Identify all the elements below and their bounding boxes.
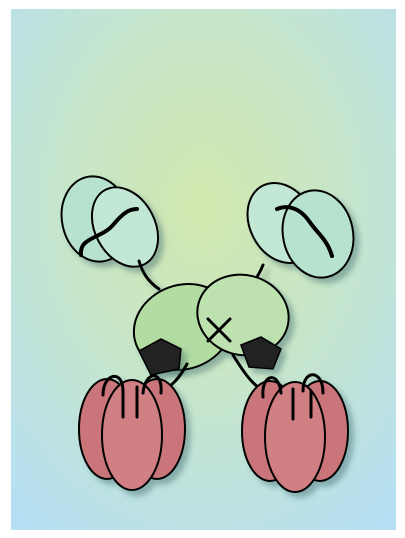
bottom-right-barrel <box>242 375 348 492</box>
illustration-panel <box>11 9 396 530</box>
bottom-left-barrel <box>79 376 185 490</box>
protein-diagram <box>11 9 396 530</box>
